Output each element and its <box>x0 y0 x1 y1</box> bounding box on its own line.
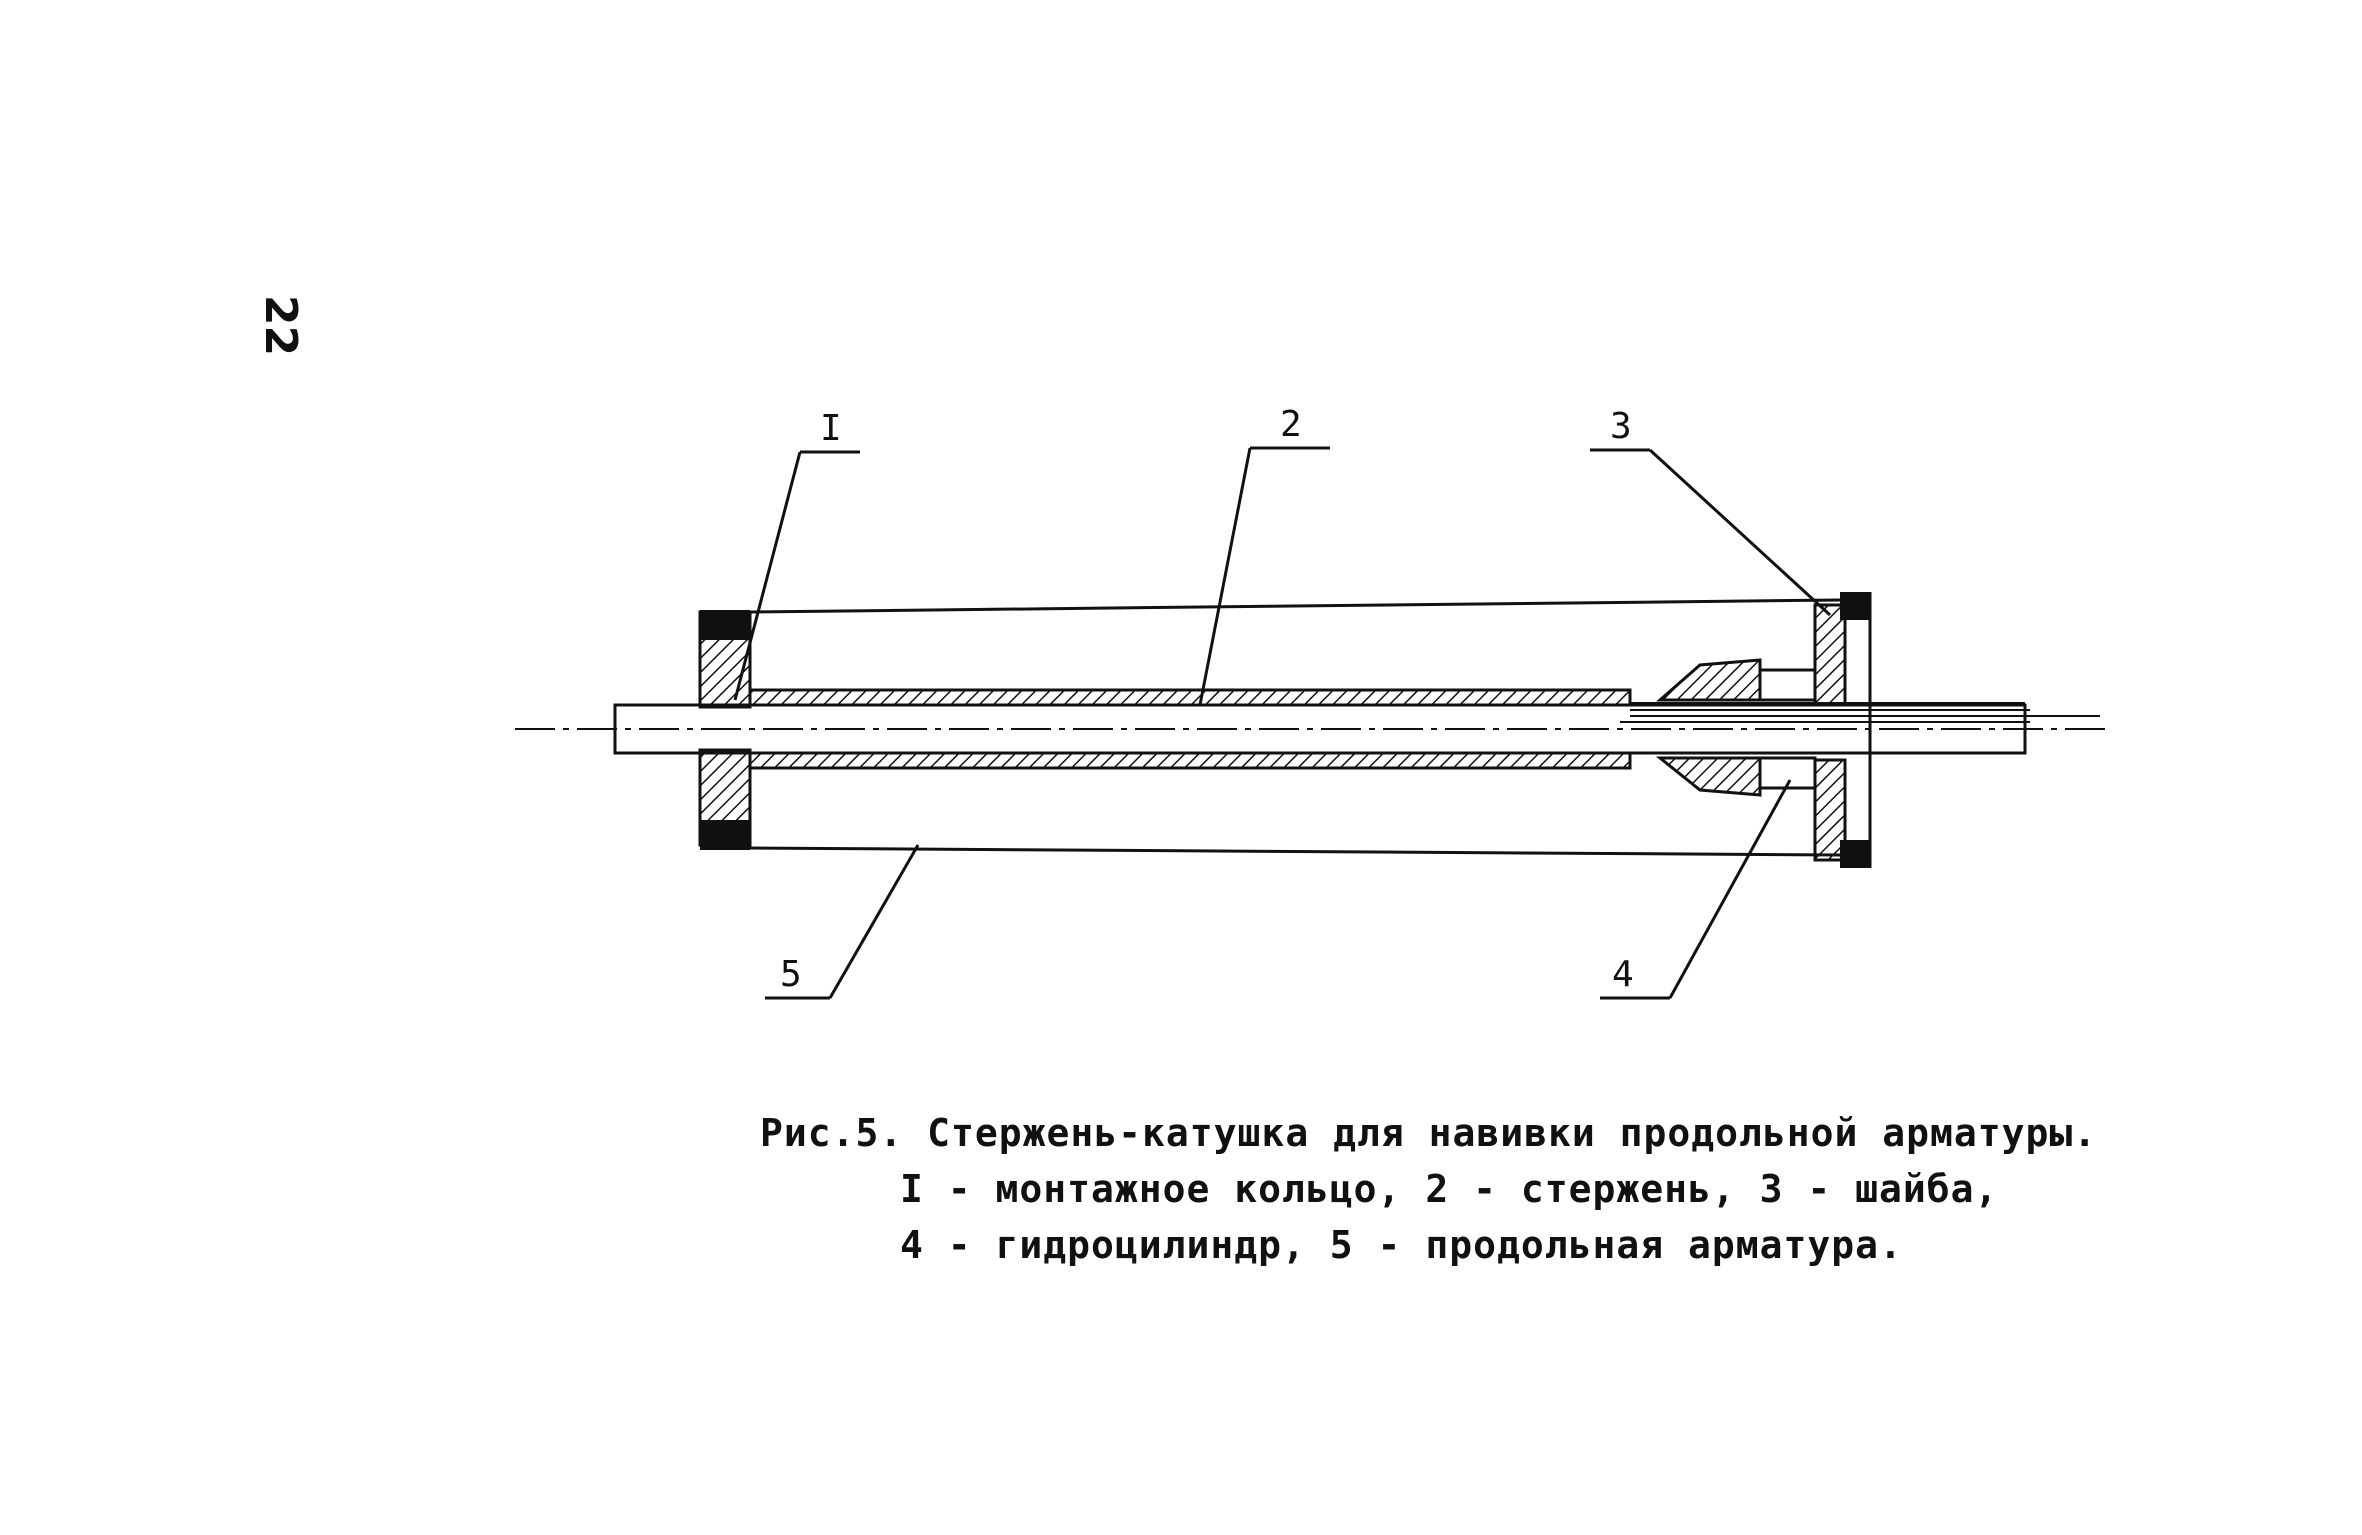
callout-1-label: I <box>820 408 842 449</box>
rod-sleeve-top <box>748 688 1632 707</box>
caption-line-2: I - монтажное кольцо, 2 - стержень, 3 - … <box>900 1167 1999 1211</box>
callout-4-label: 4 <box>1612 954 1634 995</box>
callout-2: 2 <box>1198 404 1330 706</box>
callout-3-label: 3 <box>1610 406 1632 447</box>
hydraulic-cylinder <box>1655 658 1817 797</box>
callout-2-label: 2 <box>1280 404 1302 445</box>
caption-title: Рис.5. Стержень-катушка для навивки прод… <box>760 1111 2098 1155</box>
reinforcement-top <box>749 598 1841 614</box>
washer <box>1813 592 1872 868</box>
reinforcement-bottom <box>749 846 1841 857</box>
mounting-ring <box>698 610 752 850</box>
callout-1: I <box>733 408 860 701</box>
callout-5-label: 5 <box>780 954 802 995</box>
caption-line-3: 4 - гидроцилиндр, 5 - продольная арматур… <box>900 1223 1903 1267</box>
callout-3: 3 <box>1590 406 1832 617</box>
rod-sleeve-bottom <box>748 751 1632 770</box>
callout-4: 4 <box>1600 779 1792 1000</box>
callout-5: 5 <box>765 844 920 1000</box>
figure-caption: Рис.5. Стержень-катушка для навивки прод… <box>760 1105 2097 1273</box>
